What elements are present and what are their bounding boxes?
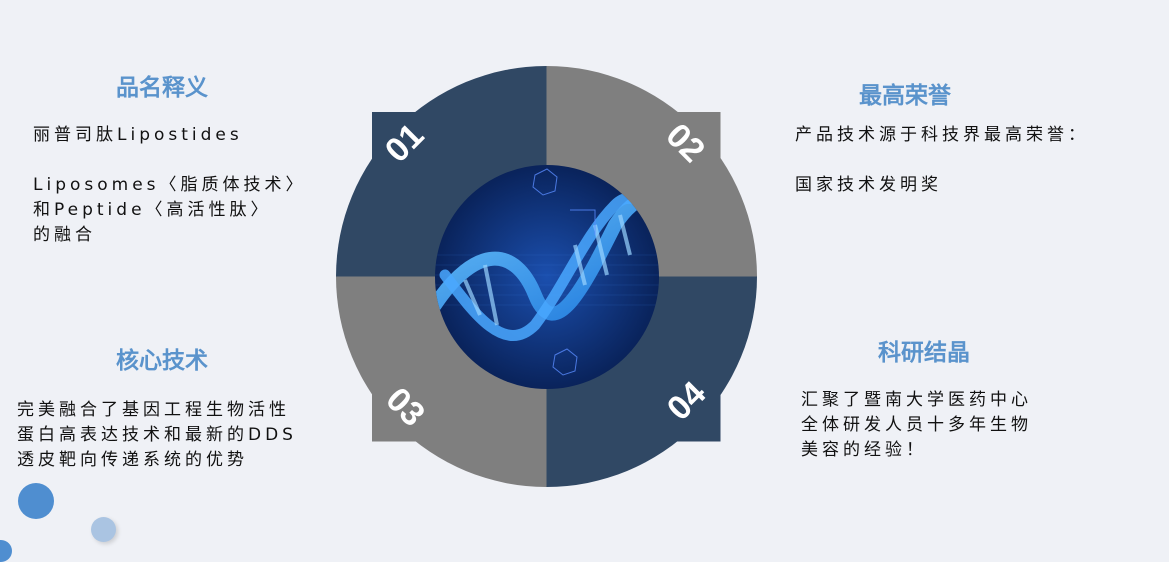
section-02-title: 最高荣誉	[859, 83, 951, 109]
section-03-text: 完美融合了基因工程生物活性 蛋白高表达技术和最新的DDS 透皮靶向传递系统的优势	[17, 400, 297, 470]
section-04-text: 汇聚了暨南大学医药中心 全体研发人员十多年生物 美容的经验！	[801, 390, 1032, 460]
decorative-circle-small	[91, 517, 116, 542]
section-03-title: 核心技术	[116, 348, 208, 374]
dna-icon	[435, 165, 659, 389]
decorative-circle-corner	[0, 540, 12, 562]
decorative-circle-large	[18, 483, 54, 519]
section-04-title: 科研结晶	[878, 340, 970, 366]
section-01-title: 品名释义	[116, 75, 208, 101]
section-02-text: 产品技术源于科技界最高荣誉： 国家技术发明奖	[795, 125, 1089, 195]
section-01-text: 丽普司肽Lipostides Liposomes〈脂质体技术〉 和Peptide…	[33, 125, 307, 245]
dna-helix-image	[435, 165, 659, 389]
